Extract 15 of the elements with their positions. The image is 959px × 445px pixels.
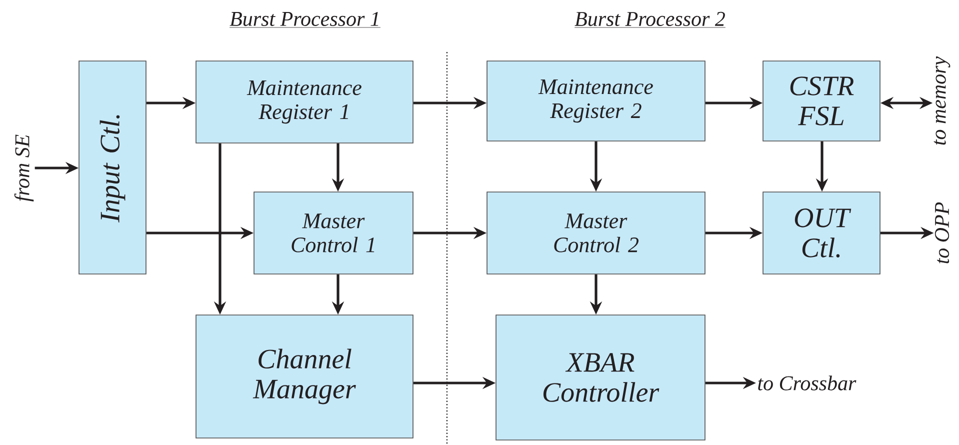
- section-heading: Burst Processor 2: [574, 12, 726, 28]
- section-heading: Burst Processor 1: [229, 12, 381, 28]
- process-box: Channel Manager: [196, 314, 414, 438]
- process-box: Maintenance Register 2: [486, 60, 706, 142]
- process-box: Master Control 1: [254, 192, 414, 274]
- process-box: XBAR Controller: [496, 314, 706, 440]
- io-label: to memory: [934, 56, 950, 145]
- io-label: to Crossbar: [758, 376, 856, 390]
- io-label: to OPP: [934, 202, 950, 264]
- process-box: CSTR FSL: [762, 60, 880, 142]
- process-box: Maintenance Register 1: [196, 60, 414, 144]
- process-box: Master Control 2: [486, 192, 706, 274]
- process-box: OUT Ctl.: [762, 192, 880, 274]
- io-label: from SE: [14, 134, 34, 202]
- process-box: Input Ctl.: [78, 60, 146, 274]
